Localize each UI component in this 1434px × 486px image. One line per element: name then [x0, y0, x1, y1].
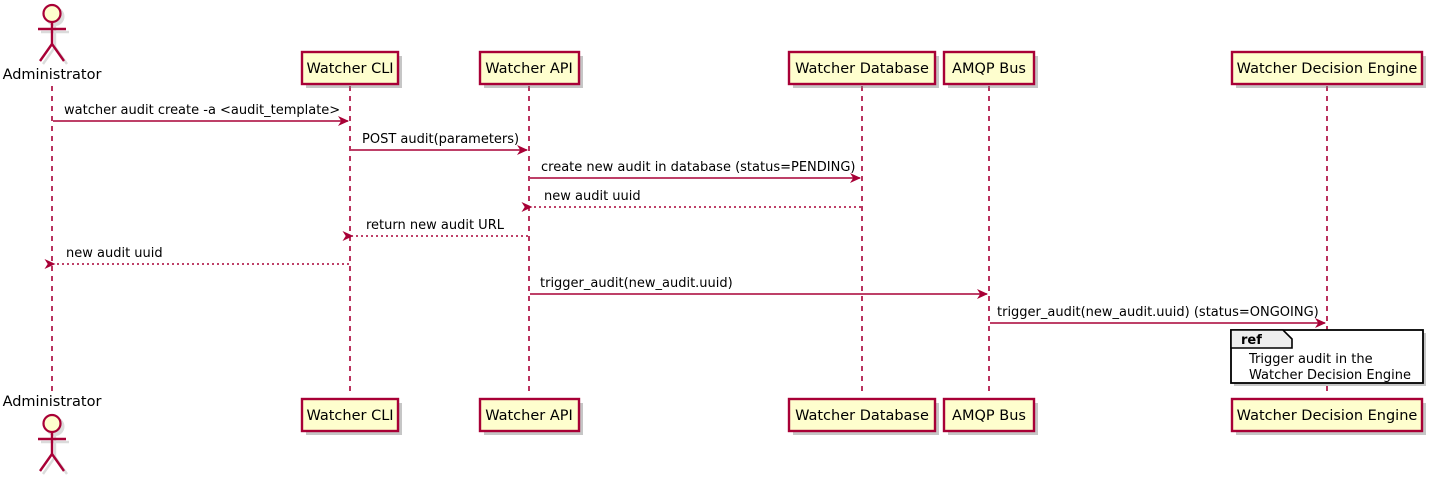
participant-label: AMQP Bus	[952, 61, 1026, 77]
participant-box-rect	[1230, 50, 1424, 86]
participant-box-amqp-bus[interactable]: AMQP Bus	[942, 397, 1036, 433]
participant-box-rect	[942, 397, 1036, 433]
ref-body-line: Trigger audit in the	[1248, 352, 1373, 367]
participant-box-watcher-api[interactable]: Watcher API	[478, 397, 581, 433]
participant-label: Watcher API	[485, 408, 573, 424]
participant-box-rect	[478, 50, 581, 86]
message-m4[interactable]: new audit uuid	[521, 189, 861, 212]
message-label: watcher audit create -a <audit_template>	[64, 103, 340, 118]
message-m2[interactable]: POST audit(parameters)	[351, 132, 528, 155]
message-m7[interactable]: trigger_audit(new_audit.uuid)	[530, 276, 988, 299]
participant-label: AMQP Bus	[952, 408, 1026, 424]
message-label: trigger_audit(new_audit.uuid) (status=ON…	[997, 305, 1319, 320]
participant-box-rect	[300, 397, 400, 433]
message-m5[interactable]: return new audit URL	[342, 218, 528, 241]
participant-label: Watcher Database	[795, 61, 929, 77]
participant-box-rect	[787, 50, 937, 86]
participant-label: Watcher CLI	[306, 61, 393, 77]
actor-administrator[interactable]: Administrator	[3, 394, 102, 475]
actor-head-icon	[42, 413, 62, 434]
participant-box-watcher-decision-engine[interactable]: Watcher Decision Engine	[1230, 50, 1424, 86]
message-m8[interactable]: trigger_audit(new_audit.uuid) (status=ON…	[990, 305, 1326, 328]
actor-label: Administrator	[3, 394, 102, 410]
participant-box-watcher-decision-engine[interactable]: Watcher Decision Engine	[1230, 397, 1424, 433]
actor-head-icon	[42, 3, 62, 24]
message-label: return new audit URL	[366, 218, 505, 233]
participant-box-rect	[300, 50, 400, 86]
ref-keyword-tab	[1230, 329, 1293, 349]
message-m6[interactable]: new audit uuid	[44, 246, 349, 269]
actor-leg-right	[51, 453, 65, 472]
participant-box-watcher-cli[interactable]: Watcher CLI	[300, 50, 400, 86]
lifelines-group	[51, 86, 1328, 396]
messages-group: watcher audit create -a <audit_template>…	[44, 103, 1326, 328]
message-label: new audit uuid	[66, 246, 163, 261]
actor-leg-right	[51, 43, 65, 62]
actor-leg-left	[39, 43, 53, 62]
message-label: POST audit(parameters)	[362, 132, 519, 147]
participant-label: Watcher Database	[795, 408, 929, 424]
message-m3[interactable]: create new audit in database (status=PEN…	[530, 160, 861, 183]
participant-box-watcher-database[interactable]: Watcher Database	[787, 50, 937, 86]
message-label: new audit uuid	[544, 189, 641, 204]
participant-box-rect	[1230, 397, 1424, 433]
ref-fragment-body	[1230, 329, 1424, 384]
participant-box-watcher-database[interactable]: Watcher Database	[787, 397, 937, 433]
message-label: trigger_audit(new_audit.uuid)	[540, 276, 733, 291]
participant-box-rect	[942, 50, 1036, 86]
participant-box-rect	[787, 397, 937, 433]
participant-label: Watcher API	[485, 61, 573, 77]
participant-box-watcher-cli[interactable]: Watcher CLI	[300, 397, 400, 433]
participant-box-watcher-api[interactable]: Watcher API	[478, 50, 581, 86]
ref-body-line: Watcher Decision Engine	[1249, 368, 1411, 383]
actor-leg-left	[39, 453, 53, 472]
participant-box-amqp-bus[interactable]: AMQP Bus	[942, 50, 1036, 86]
participant-label: Watcher Decision Engine	[1237, 408, 1418, 424]
message-label: create new audit in database (status=PEN…	[541, 160, 856, 175]
actor-label: Administrator	[3, 67, 102, 83]
participant-label: Watcher CLI	[306, 408, 393, 424]
participant-label: Watcher Decision Engine	[1237, 61, 1418, 77]
participant-box-rect	[478, 397, 581, 433]
ref-keyword-label: ref	[1241, 333, 1262, 348]
message-m1[interactable]: watcher audit create -a <audit_template>	[53, 103, 349, 126]
participant-boxes-group: Watcher CLI Watcher CLI Watcher API Watcher…	[300, 50, 1424, 433]
actor-administrator[interactable]: Administrator	[3, 3, 102, 83]
